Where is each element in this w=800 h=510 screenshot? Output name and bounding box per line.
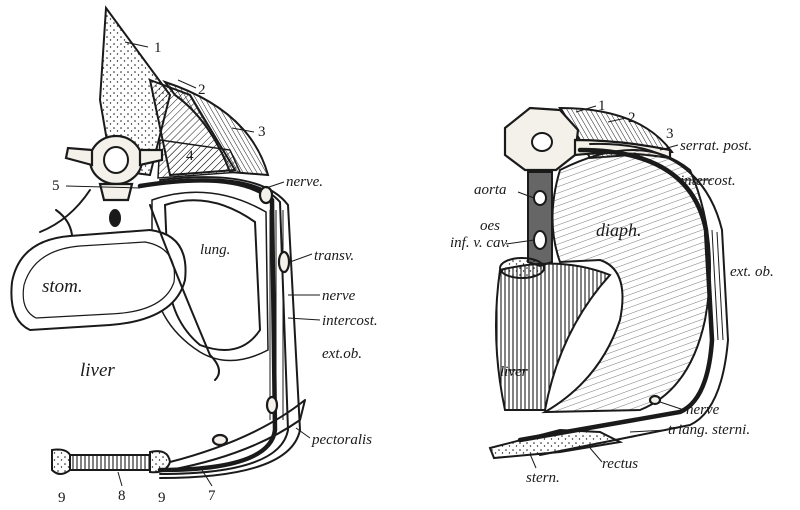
right-nerve-oval	[650, 396, 660, 404]
leader-8	[118, 472, 122, 486]
right-vertebra-canal	[532, 133, 552, 151]
transverse-process-left	[66, 148, 92, 165]
right-label-ext-ob: ext. ob.	[730, 264, 774, 280]
left-label-nerve-top: nerve.	[286, 174, 323, 190]
left-label-ext-ob: ext.ob.	[322, 346, 362, 362]
leader-nerve-top	[266, 182, 284, 188]
right-num-3: 3	[666, 126, 674, 142]
left-num-3: 3	[258, 124, 266, 140]
leader-rectus	[590, 448, 602, 462]
left-num-8: 8	[118, 488, 126, 504]
left-num-4: 4	[186, 148, 194, 164]
leader-stern	[530, 454, 536, 468]
right-label-oes: oes	[480, 218, 500, 234]
leader-r-nerve	[660, 402, 684, 410]
vertebra-canal	[104, 147, 128, 173]
left-num-5: 5	[52, 178, 60, 194]
left-label-liver: liver	[80, 360, 115, 381]
left-label-nerve-mid: nerve	[322, 288, 356, 304]
nerve-oval-mid	[279, 252, 289, 272]
left-num-9a: 9	[58, 490, 66, 506]
right-num-2: 2	[628, 110, 636, 126]
right-label-stern: stern.	[526, 470, 560, 486]
left-num-7: 7	[208, 488, 216, 504]
oesophagus	[534, 231, 546, 249]
right-label-triang-sterni: triang. sterni.	[668, 422, 750, 438]
pectoralis-muscle	[170, 400, 305, 470]
nerve-oval-top	[260, 187, 272, 203]
left-num-9b: 9	[158, 490, 166, 506]
left-section-drawing	[11, 8, 305, 478]
aorta-small	[109, 209, 121, 227]
left-label-intercost: intercost.	[322, 313, 378, 329]
right-label-inf-v-cav: inf. v. cav.	[450, 235, 510, 251]
right-label-rectus: rectus	[602, 456, 638, 472]
left-label-transv: transv.	[314, 248, 354, 264]
aorta-vessel	[534, 191, 546, 205]
sternum-left-end	[52, 450, 70, 474]
right-num-1: 1	[598, 98, 606, 114]
left-label-lung: lung.	[200, 242, 230, 258]
right-label-intercost: intercost.	[680, 173, 736, 189]
aorta-strip	[528, 172, 552, 266]
nerve-oval-low	[267, 397, 277, 413]
right-label-liver: liver	[500, 364, 528, 380]
mesentery-line-a	[40, 190, 90, 232]
leader-intercost	[288, 318, 320, 320]
left-label-stom: stom.	[42, 276, 83, 297]
right-label-nerve: nerve	[686, 402, 720, 418]
right-label-diaph: diaph.	[596, 220, 642, 240]
right-sternum	[490, 430, 620, 458]
vertebra-lower	[100, 184, 132, 200]
right-label-aorta: aorta	[474, 182, 507, 198]
right-label-serrat-post: serrat. post.	[680, 138, 752, 154]
left-num-2: 2	[198, 82, 206, 98]
sternebra	[70, 455, 150, 470]
right-body-wall-stripes	[712, 230, 723, 340]
right-liver-lobe	[500, 258, 544, 278]
left-label-pectoralis: pectoralis	[311, 432, 372, 448]
leader-transv	[290, 254, 312, 262]
left-num-1: 1	[154, 40, 162, 56]
